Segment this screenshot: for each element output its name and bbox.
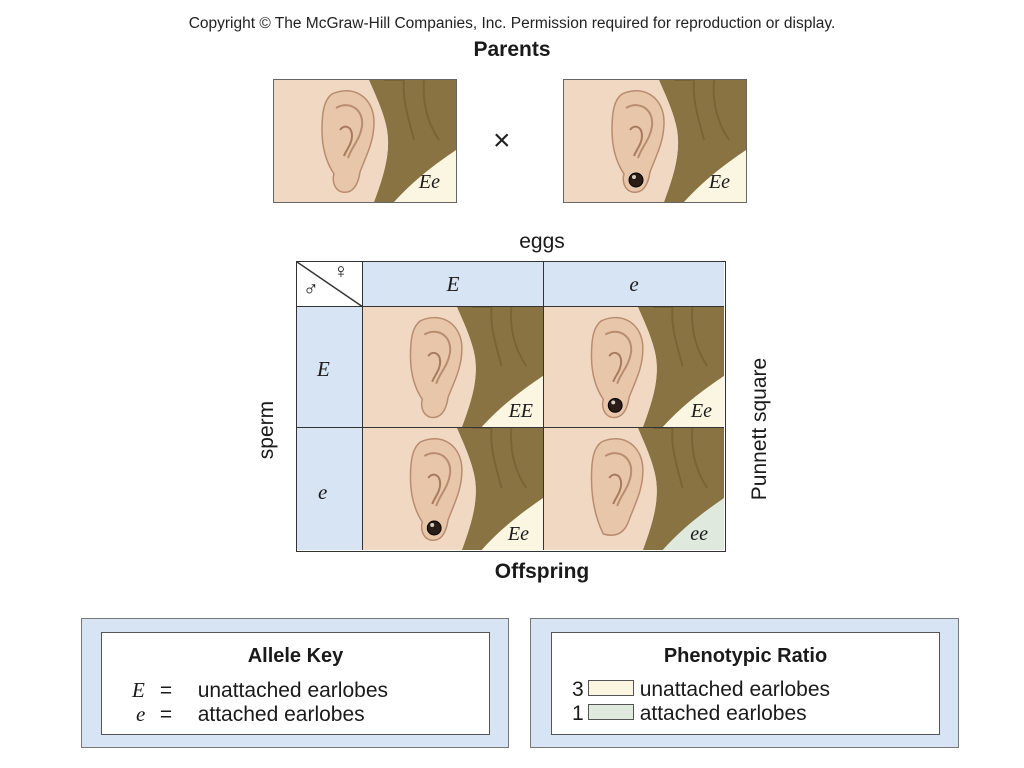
ear-illustration: [544, 307, 724, 427]
offspring-genotype: EE: [508, 400, 533, 422]
eggs-label: eggs: [519, 230, 565, 253]
female-symbol-icon: ♀: [333, 260, 349, 283]
allele-key-inner: Allele Key E = unattached earlobes e = a…: [101, 632, 490, 735]
offspring-genotype: Ee: [507, 523, 529, 545]
parents-title: Parents: [473, 38, 551, 61]
copyright-notice: Copyright © The McGraw-Hill Companies, I…: [188, 15, 836, 32]
allele-key-row: E = unattached earlobes: [132, 678, 388, 703]
offspring-cell-ee: ee: [544, 428, 724, 550]
ear-illustration: [274, 80, 456, 202]
punnett-corner: ♀ ♂: [297, 260, 363, 307]
ear-illustration: [363, 428, 543, 550]
allele-equals: =: [159, 703, 173, 726]
phenotypic-ratio-box: Phenotypic Ratio 3 unattached earlobes 1 a…: [530, 618, 959, 748]
offspring-cell-Ee-top: Ee: [544, 307, 724, 428]
egg-allele-label: e: [629, 271, 639, 296]
ratio-count: 3: [572, 678, 584, 701]
allele-description: attached earlobes: [197, 703, 365, 726]
parent-right-genotype: Ee: [708, 171, 730, 193]
allele-symbol: E: [132, 678, 145, 702]
allele-key-row: e = attached earlobes: [136, 702, 365, 727]
ratio-description: attached earlobes: [639, 702, 807, 725]
sperm-header-e: e: [297, 428, 363, 550]
ear-illustration: [363, 307, 543, 427]
offspring-genotype: ee: [690, 523, 708, 545]
male-symbol-icon: ♂: [303, 278, 319, 301]
offspring-cell-EE: EE: [363, 307, 544, 428]
punnett-square: ♀ ♂ E e E e EE Ee Ee ee: [296, 260, 726, 552]
parent-right-ear-image: Ee: [563, 79, 747, 203]
sperm-allele-label: E: [317, 357, 330, 381]
ear-illustration: [544, 428, 724, 550]
phenotypic-ratio-inner: Phenotypic Ratio 3 unattached earlobes 1 a…: [551, 632, 940, 735]
corner-diagonal: [297, 262, 363, 307]
sperm-header-E: E: [297, 307, 363, 428]
attached-color-swatch: [587, 704, 634, 721]
allele-key-title: Allele Key: [247, 645, 344, 667]
ratio-row: 3 unattached earlobes: [572, 678, 830, 702]
allele-key-box: Allele Key E = unattached earlobes e = a…: [81, 618, 509, 748]
allele-symbol: e: [136, 702, 146, 726]
ear-illustration: [564, 80, 746, 202]
punnett-square-label: Punnett square: [748, 357, 771, 501]
allele-description: unattached earlobes: [197, 679, 388, 702]
ratio-row: 1 attached earlobes: [572, 702, 807, 726]
ratio-count: 1: [572, 702, 584, 725]
egg-header-E: E: [363, 262, 544, 307]
offspring-cell-Ee-bottom: Ee: [363, 428, 544, 550]
unattached-color-swatch: [587, 680, 634, 697]
cross-symbol: ×: [493, 124, 511, 157]
parent-left-ear-image: Ee: [273, 79, 457, 203]
allele-equals: =: [159, 679, 173, 702]
sperm-allele-label: e: [318, 480, 328, 504]
egg-allele-label: E: [446, 271, 460, 296]
ratio-description: unattached earlobes: [639, 678, 830, 701]
offspring-genotype: Ee: [690, 400, 712, 422]
sperm-label: sperm: [255, 400, 278, 460]
parent-left-genotype: Ee: [418, 171, 440, 193]
offspring-title: Offspring: [494, 560, 590, 583]
phenotypic-ratio-title: Phenotypic Ratio: [663, 645, 828, 667]
egg-header-e: e: [544, 262, 724, 307]
